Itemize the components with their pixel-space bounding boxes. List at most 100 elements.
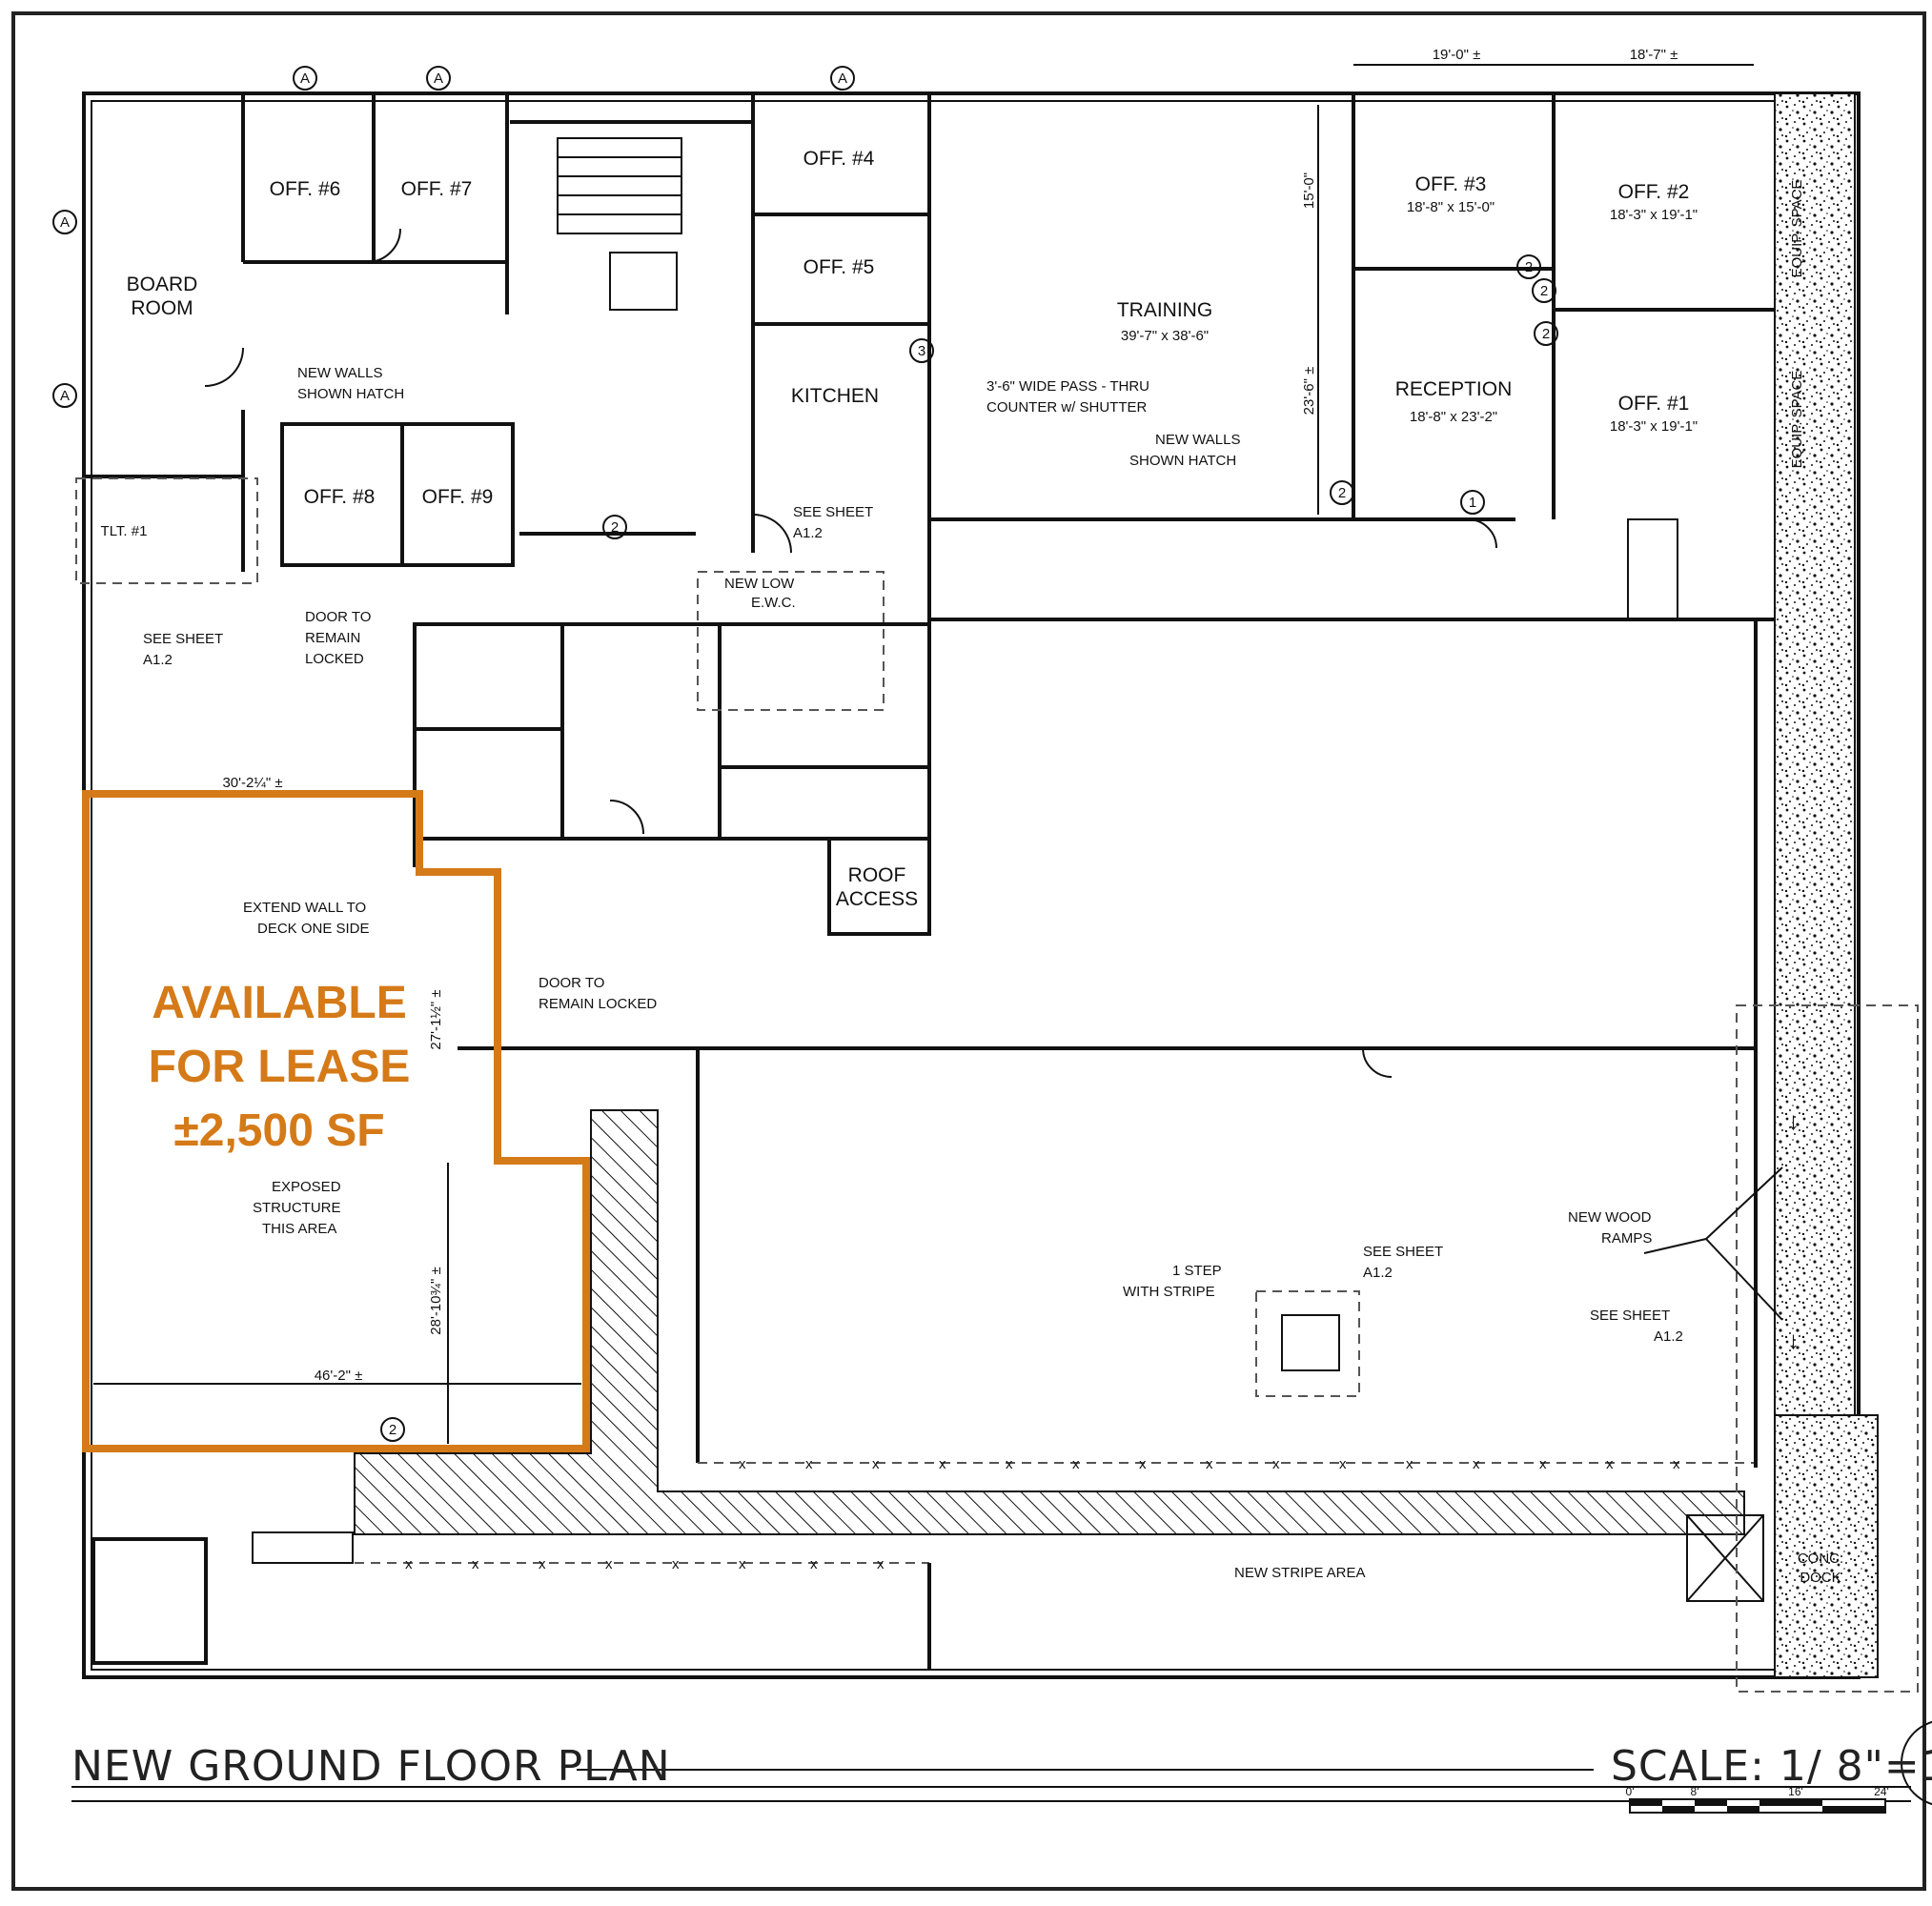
room-label-off1: OFF. #1: [1618, 393, 1690, 415]
note-pass-thru: 3'-6" WIDE PASS - THRU: [986, 378, 1149, 395]
door-swing: [204, 347, 244, 387]
door-swing: [1362, 1047, 1393, 1078]
note-door-locked-3: LOCKED: [305, 651, 364, 667]
room-label-dock: DOCK: [1800, 1570, 1840, 1586]
note-see-sheet-a2: A1.2: [793, 525, 823, 541]
room-label-equip: EQUIP. SPACE: [1789, 180, 1805, 278]
svg-text:x: x: [605, 1556, 613, 1572]
note-see-sheet-d: SEE SHEET: [1363, 1244, 1443, 1260]
scale-label-16: 16': [1788, 1785, 1803, 1798]
dim-top-1: 19'-0" ±: [1433, 47, 1481, 63]
plan-title: NEW GROUND FLOOR PLAN: [71, 1742, 671, 1791]
svg-text:x: x: [539, 1556, 546, 1572]
svg-text:x: x: [1072, 1456, 1080, 1472]
svg-text:x: x: [939, 1456, 946, 1472]
callout-step: [1255, 1290, 1360, 1397]
concrete-dock: [1774, 1414, 1879, 1678]
room-label-conc: CONC.: [1798, 1551, 1843, 1567]
room-label-off3: OFF. #3: [1415, 173, 1487, 195]
svg-text:x: x: [739, 1456, 746, 1472]
room-dim-off2: 18'-3" x 19'-1": [1610, 207, 1698, 223]
new-stripe-area: [354, 1109, 1745, 1535]
tag-a: A: [300, 71, 310, 87]
note-see-sheet-c: SEE SHEET: [1590, 1308, 1670, 1324]
callout-tlt1: [75, 477, 258, 584]
svg-text:x: x: [1539, 1456, 1547, 1472]
dim-top-2: 18'-7" ±: [1630, 47, 1678, 63]
note-new-walls: NEW WALLS: [297, 365, 382, 381]
note-new-stripe: NEW STRIPE AREA: [1234, 1565, 1366, 1581]
leader-line: [1705, 1238, 1783, 1321]
scale-label-8: 8': [1691, 1785, 1699, 1798]
lease-label-line1: AVAILABLE: [152, 978, 407, 1028]
tag-a: A: [60, 214, 70, 231]
room-label-off6: OFF. #6: [270, 178, 341, 200]
door-swing: [366, 228, 401, 263]
svg-text:x: x: [1406, 1456, 1413, 1472]
note-ramps: RAMPS: [1601, 1230, 1652, 1247]
svg-text:x: x: [810, 1556, 818, 1572]
tag-a: A: [60, 388, 70, 404]
room-label-board-2: ROOM: [131, 297, 193, 319]
room-dim-off1: 18'-3" x 19'-1": [1610, 418, 1698, 435]
room-label-equip-2: EQUIP. SPACE: [1789, 371, 1805, 469]
svg-text:x: x: [1673, 1456, 1680, 1472]
roof-access-room: [827, 837, 931, 936]
sheet-border: [11, 11, 1926, 1891]
callout-ramps: [1736, 1004, 1919, 1693]
leader-line: [1705, 1166, 1783, 1240]
door-swing: [752, 514, 792, 554]
svg-text:x: x: [872, 1456, 880, 1472]
room-dim-reception: 18'-8" x 23'-2": [1410, 409, 1497, 425]
svg-text:x: x: [405, 1556, 413, 1572]
tag-2: 2: [1540, 283, 1548, 299]
note-door-locked: DOOR TO: [305, 609, 371, 625]
dim-30: 30'-2¼" ±: [222, 775, 282, 791]
svg-text:x: x: [1006, 1456, 1013, 1472]
tag-2: 2: [611, 519, 619, 536]
room-label-roof: ROOF: [848, 864, 906, 886]
note-pass-thru-2: COUNTER w/ SHUTTER: [986, 399, 1148, 416]
svg-text:x: x: [472, 1556, 479, 1572]
svg-text:x: x: [877, 1556, 885, 1572]
room-label-board: BOARD: [127, 274, 198, 295]
svg-text:x: x: [1606, 1456, 1614, 1472]
east-stair: [1627, 518, 1678, 620]
svg-text:x: x: [1139, 1456, 1147, 1472]
svg-text:x: x: [805, 1456, 813, 1472]
elevator: [609, 252, 678, 311]
leader-line: [1643, 1238, 1707, 1254]
note-exposed-3: THIS AREA: [262, 1221, 336, 1237]
note-door-locked-2: REMAIN: [305, 630, 360, 646]
dim-46: 46'-2" ±: [315, 1368, 363, 1384]
ramp-arrow-icon: ↓: [1787, 1326, 1800, 1354]
stair: [557, 137, 682, 234]
room-label-off4: OFF. #4: [803, 148, 875, 170]
dim-28: 28'-10¾" ±: [428, 1267, 444, 1334]
dock-cross: [1686, 1514, 1764, 1602]
room-label-off8: OFF. #8: [304, 486, 376, 508]
note-exposed-2: STRUCTURE: [253, 1200, 341, 1216]
room-dim-off3: 18'-8" x 15'-0": [1407, 199, 1495, 215]
lease-label-line2: FOR LEASE: [149, 1042, 411, 1092]
svg-text:x: x: [1339, 1456, 1347, 1472]
plan-scale: SCALE: 1/ 8"=1'-0": [1611, 1742, 1932, 1791]
note-extend-wall-2: DECK ONE SIDE: [257, 921, 370, 937]
equip-space-strip: [1774, 92, 1856, 1524]
note-see-sheet-b: SEE SHEET: [143, 631, 223, 647]
note-new-wood: NEW WOOD: [1568, 1209, 1652, 1226]
door-swing: [1467, 518, 1497, 549]
lease-area-outline: [82, 790, 590, 1452]
room-label-reception: RECEPTION: [1395, 378, 1513, 400]
note-low-ewc-2: E.W.C.: [751, 595, 796, 611]
sw-room: [92, 1537, 208, 1665]
dim-side-2: 23'-6" ±: [1301, 367, 1317, 416]
sw-stair: [252, 1531, 354, 1564]
tag-2: 2: [1525, 259, 1533, 275]
dock-box: [1686, 1514, 1764, 1602]
scale-label-24: 24': [1874, 1785, 1889, 1798]
room-label-kitchen: KITCHEN: [791, 385, 879, 407]
room-label-off5: OFF. #5: [803, 256, 875, 278]
